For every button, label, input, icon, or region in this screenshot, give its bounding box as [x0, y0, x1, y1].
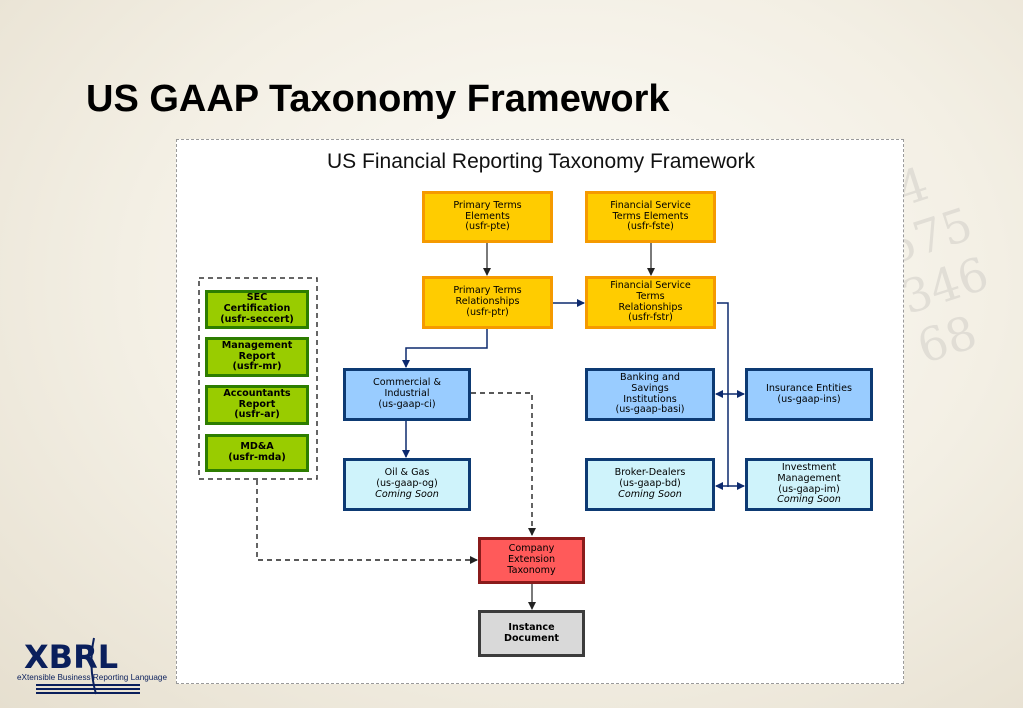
connector-fstr-trunk — [717, 302, 729, 487]
node-mda: MD&A(usfr-mda) — [205, 434, 309, 472]
node-commercial-industrial: Commercial &Industrial(us-gaap-ci) — [343, 368, 471, 421]
xbrl-logo-text: XBRL — [24, 638, 118, 676]
connector-lines — [198, 243, 745, 610]
diagram-canvas: US Financial Reporting Taxonomy Framewor… — [176, 139, 904, 684]
node-insurance-entities: Insurance Entities(us-gaap-ins) — [745, 368, 873, 421]
diagram-title: US Financial Reporting Taxonomy Framewor… — [327, 150, 755, 173]
xbrl-logo-tagline: eXtensible Business Reporting Language — [17, 672, 167, 682]
slide-title: US GAAP Taxonomy Framework — [86, 78, 670, 120]
node-broker-dealers: Broker-Dealers(us-gaap-bd)Coming Soon — [585, 458, 715, 511]
connector-ci-extension — [471, 392, 536, 536]
xbrl-logo: XBRL eXtensible Business Reporting Langu… — [17, 637, 167, 695]
disclosure-group-box — [198, 277, 318, 480]
connector-group-extension — [256, 480, 478, 564]
connector-ptr-ci — [402, 329, 488, 368]
node-oil-gas: Oil & Gas(us-gaap-og)Coming Soon — [343, 458, 471, 511]
